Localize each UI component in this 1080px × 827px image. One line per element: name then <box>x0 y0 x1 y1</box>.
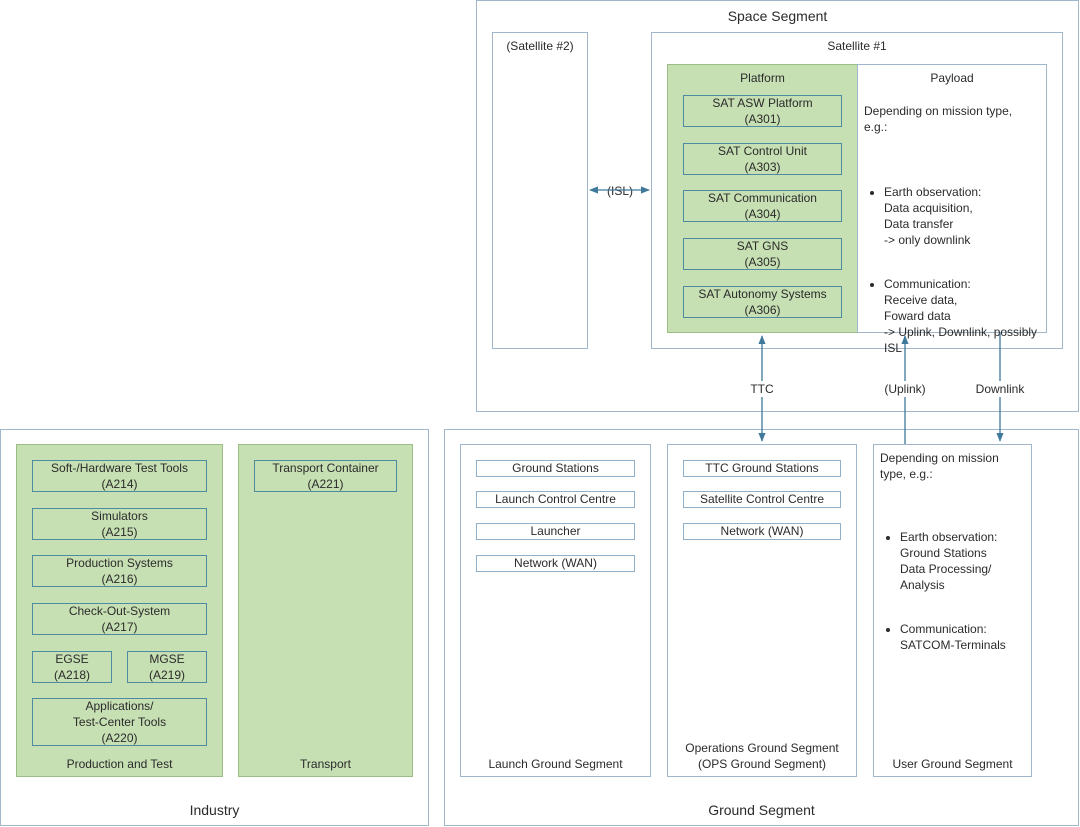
space-segment-title: Space Segment <box>727 8 828 24</box>
ops-ground-segment-title: Operations Ground Segment (OPS Ground Se… <box>685 741 839 771</box>
user-intro: Depending on mission type, e.g.: <box>880 451 999 481</box>
user-ground-segment-title: User Ground Segment <box>892 757 1013 771</box>
user-list: Earth observation: Ground Stations Data … <box>880 497 1030 697</box>
platform-item-asw: SAT ASW Platform (A301) <box>683 95 842 127</box>
industry-item-mgse: MGSE (A219) <box>127 651 207 683</box>
transport-item-container: Transport Container (A221) <box>254 460 397 492</box>
industry-title: Industry <box>189 802 240 818</box>
launch-item-control-centre: Launch Control Centre <box>476 491 635 508</box>
payload-intro: Depending on mission type, e.g.: <box>864 104 1013 134</box>
ttc-label: TTC <box>745 381 779 397</box>
transport-box <box>238 444 413 777</box>
platform-item-gns: SAT GNS (A305) <box>683 238 842 270</box>
user-bullet-earth: Earth observation: Ground Stations Data … <box>900 529 1030 593</box>
payload-bullet-earth: Earth observation: Data acquisition, Dat… <box>884 184 1046 248</box>
user-bullet-communication: Communication: SATCOM-Terminals <box>900 621 1030 653</box>
uplink-label: (Uplink) <box>878 381 932 397</box>
production-test-title: Production and Test <box>66 757 173 771</box>
downlink-label: Downlink <box>970 381 1030 397</box>
ops-item-ttc-ground-stations: TTC Ground Stations <box>683 460 841 477</box>
ground-segment-title: Ground Segment <box>708 802 815 818</box>
ops-item-network: Network (WAN) <box>683 523 841 540</box>
payload-box <box>857 64 1047 333</box>
ops-item-satellite-control-centre: Satellite Control Centre <box>683 491 841 508</box>
satellite-2 <box>492 32 588 349</box>
platform-item-autonomy: SAT Autonomy Systems (A306) <box>683 286 842 318</box>
transport-title: Transport <box>300 757 351 771</box>
launch-item-launcher: Launcher <box>476 523 635 540</box>
industry-item-simulators: Simulators (A215) <box>32 508 207 540</box>
platform-title: Platform <box>740 71 785 85</box>
satellite-1-label: Satellite #1 <box>827 39 887 53</box>
payload-list: Earth observation: Data acquisition, Dat… <box>864 152 1046 400</box>
industry-item-egse: EGSE (A218) <box>32 651 112 683</box>
launch-ground-segment-title: Launch Ground Segment <box>488 757 623 771</box>
industry-item-applications: Applications/ Test-Center Tools (A220) <box>32 698 207 746</box>
industry-item-test-tools: Soft-/Hardware Test Tools (A214) <box>32 460 207 492</box>
user-ground-segment <box>873 444 1032 777</box>
satellite-2-label: (Satellite #2) <box>506 39 574 53</box>
platform-item-communication: SAT Communication (A304) <box>683 190 842 222</box>
platform-item-control-unit: SAT Control Unit (A303) <box>683 143 842 175</box>
industry-item-production-systems: Production Systems (A216) <box>32 555 207 587</box>
payload-title: Payload <box>930 71 974 85</box>
launch-item-ground-stations: Ground Stations <box>476 460 635 477</box>
payload-bullet-communication: Communication: Receive data, Foward data… <box>884 276 1046 356</box>
industry-item-check-out: Check-Out-System (A217) <box>32 603 207 635</box>
launch-item-network: Network (WAN) <box>476 555 635 572</box>
